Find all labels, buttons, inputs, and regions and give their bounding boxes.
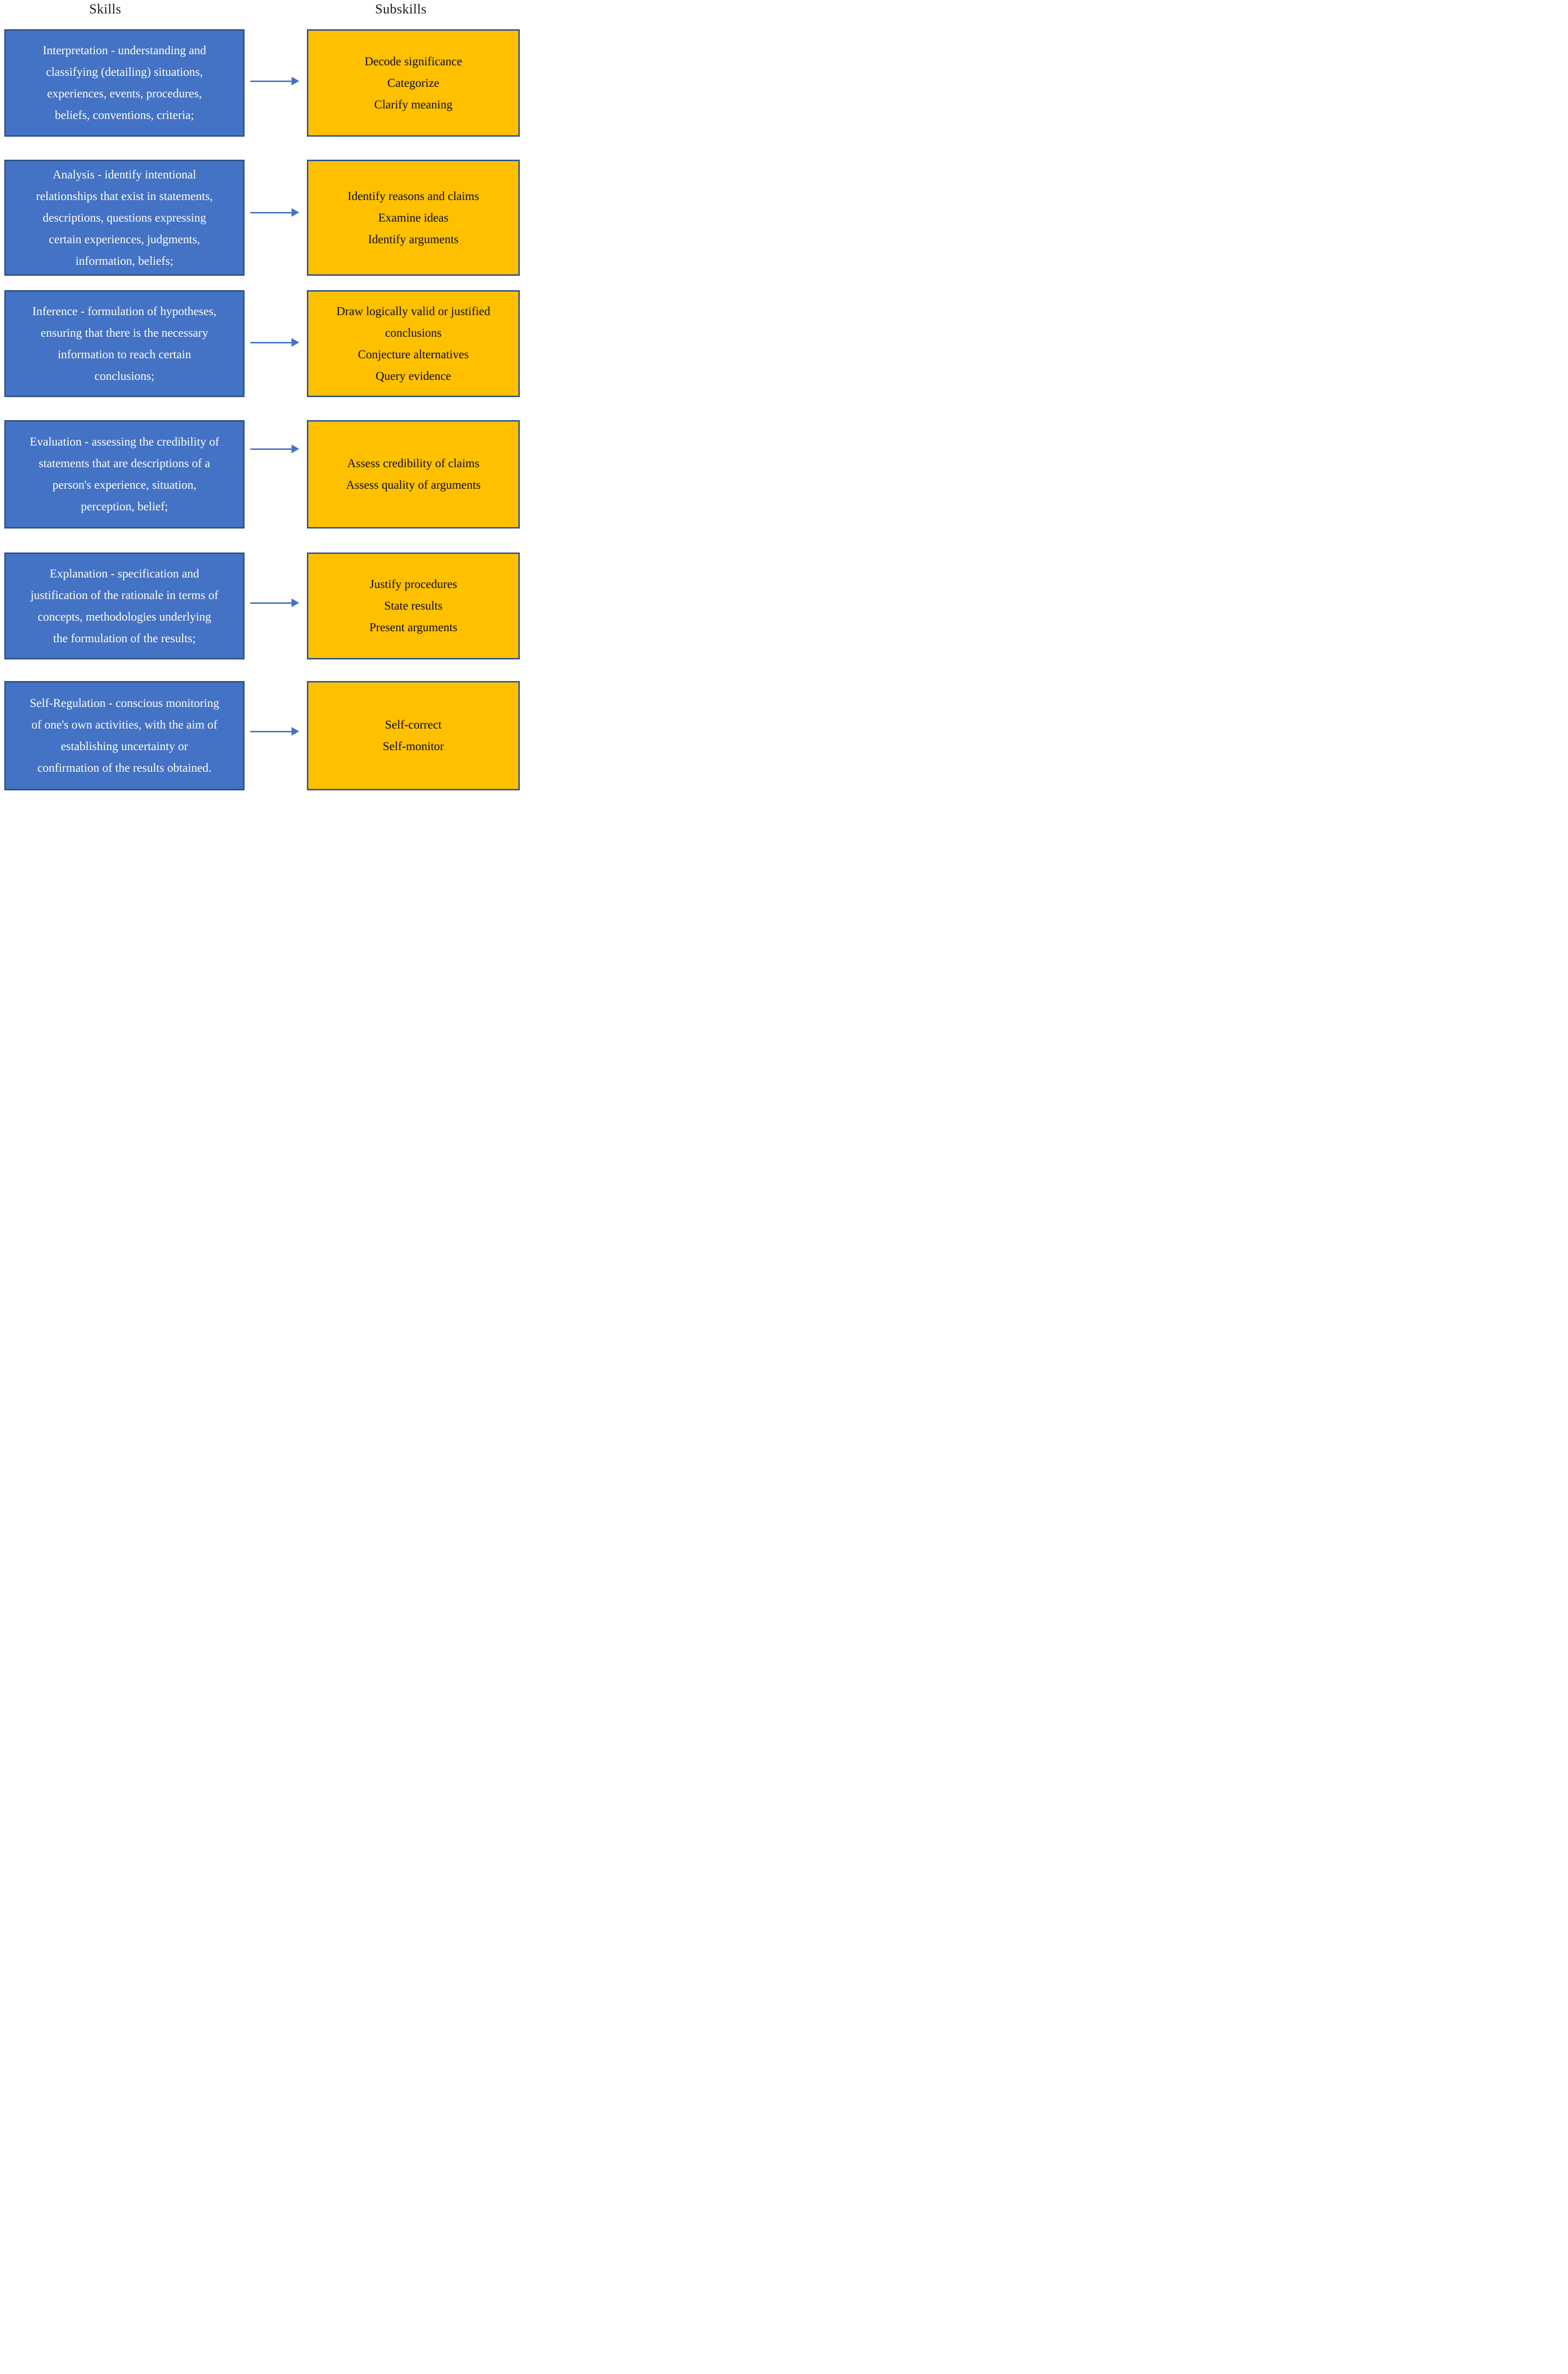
- subskills-list: Decode significance Categorize Clarify m…: [364, 55, 462, 111]
- subskills-box-self-regulation: Self-correct Self-monitor: [307, 681, 520, 790]
- arrow-right-icon: [250, 599, 299, 607]
- subskills-list: Identify reasons and claims Examine idea…: [347, 189, 480, 246]
- subskills-box-explanation: Justify procedures State results Present…: [307, 552, 520, 659]
- subskills-box-evaluation: Assess credibility of claims Assess qual…: [307, 420, 520, 529]
- arrow-head: [292, 599, 299, 607]
- subskills-list: Justify procedures State results Present…: [369, 578, 457, 634]
- arrow-head: [292, 445, 299, 453]
- skill-box-analysis: Analysis - identify intentional relation…: [4, 160, 245, 276]
- row-explanation: Explanation - specification and justific…: [0, 552, 523, 659]
- arrow-shaft: [250, 448, 293, 450]
- arrow-head: [292, 77, 299, 85]
- subskills-box-inference: Draw logically valid or justified conclu…: [307, 290, 520, 397]
- arrow-right-icon: [250, 445, 299, 453]
- skill-box-interpretation: Interpretation - understanding and class…: [4, 29, 245, 137]
- skill-description: Explanation - specification and justific…: [30, 567, 219, 645]
- skill-description: Inference - formulation of hypotheses, e…: [32, 305, 217, 383]
- arrow-shaft: [250, 342, 293, 343]
- column-header-skills: Skills: [89, 2, 121, 17]
- skill-description: Evaluation - assessing the credibility o…: [29, 435, 220, 513]
- row-evaluation: Evaluation - assessing the credibility o…: [0, 420, 523, 529]
- arrow-head: [292, 727, 299, 736]
- subskills-list: Assess credibility of claims Assess qual…: [346, 457, 481, 492]
- arrow-shaft: [250, 731, 293, 732]
- arrow-head: [292, 338, 299, 347]
- row-self-regulation: Self-Regulation - conscious monitoring o…: [0, 681, 523, 790]
- row-analysis: Analysis - identify intentional relation…: [0, 160, 523, 276]
- arrow-right-icon: [250, 727, 299, 736]
- arrow-shaft: [250, 81, 293, 82]
- skill-description: Analysis - identify intentional relation…: [36, 168, 213, 268]
- skill-box-explanation: Explanation - specification and justific…: [4, 552, 245, 659]
- subskills-list: Self-correct Self-monitor: [383, 718, 444, 753]
- skill-box-inference: Inference - formulation of hypotheses, e…: [4, 290, 245, 397]
- skill-box-self-regulation: Self-Regulation - conscious monitoring o…: [4, 681, 245, 790]
- arrow-shaft: [250, 602, 293, 604]
- arrow-head: [292, 208, 299, 217]
- subskills-box-analysis: Identify reasons and claims Examine idea…: [307, 160, 520, 276]
- skill-description: Interpretation - understanding and class…: [43, 44, 206, 122]
- row-inference: Inference - formulation of hypotheses, e…: [0, 290, 523, 397]
- column-header-subskills: Subskills: [375, 2, 427, 17]
- arrow-shaft: [250, 212, 293, 213]
- subskills-list: Draw logically valid or justified conclu…: [336, 305, 491, 383]
- skills-subskills-diagram: Skills Subskills Interpretation - unders…: [0, 0, 523, 791]
- skill-description: Self-Regulation - conscious monitoring o…: [29, 697, 220, 775]
- subskills-box-interpretation: Decode significance Categorize Clarify m…: [307, 29, 520, 137]
- skill-box-evaluation: Evaluation - assessing the credibility o…: [4, 420, 245, 529]
- arrow-right-icon: [250, 77, 299, 85]
- arrow-right-icon: [250, 208, 299, 217]
- arrow-right-icon: [250, 338, 299, 347]
- row-interpretation: Interpretation - understanding and class…: [0, 29, 523, 137]
